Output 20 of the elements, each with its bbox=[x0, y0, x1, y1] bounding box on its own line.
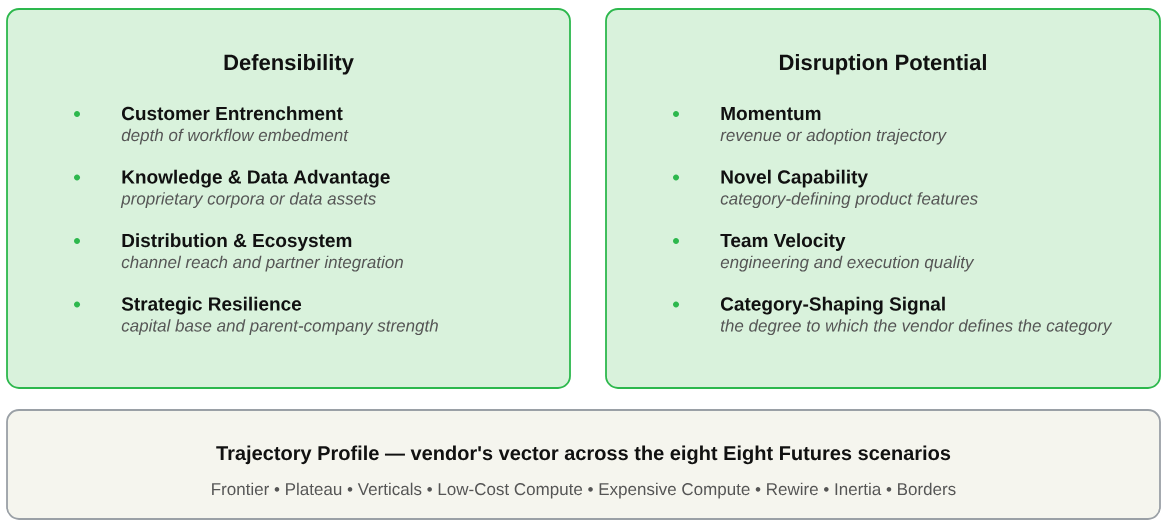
banner-title: Trajectory Profile — vendor's vector across the eight Eight Futures scenarios bbox=[216, 445, 951, 465]
item-heading: Customer Entrenchment bbox=[122, 106, 343, 121]
item-description: the degree to which the vendor defines the category bbox=[720, 319, 1113, 335]
scenario-list: Frontier • Plateau • Verticals • Low-Cost Compute • Expensive Compute • Rewire • Inertia • Borders bbox=[212, 482, 956, 499]
item-description: depth of workflow embedment bbox=[121, 128, 349, 145]
panel-title: Disruption Potential bbox=[780, 54, 986, 75]
item-description: engineering and execution quality bbox=[720, 255, 975, 272]
item-heading: Knowledge & Data Advantage bbox=[122, 169, 390, 188]
item-description: revenue or adoption trajectory bbox=[720, 128, 947, 145]
panel-title: Defensibility bbox=[224, 54, 354, 75]
item-description: category-defining product features bbox=[720, 192, 978, 208]
item-description: proprietary corpora or data assets bbox=[120, 192, 376, 208]
item-heading: Distribution & Ecosystem bbox=[122, 233, 352, 251]
item-heading: Strategic Resilience bbox=[121, 296, 302, 315]
item-heading: Category-Shaping Signal bbox=[721, 296, 945, 315]
item-description: capital base and parent-company strength bbox=[121, 319, 438, 335]
item-description: channel reach and partner integration bbox=[121, 255, 403, 272]
item-heading: Momentum bbox=[721, 106, 821, 121]
item-heading: Team Velocity bbox=[720, 233, 846, 251]
item-heading: Novel Capability bbox=[721, 169, 868, 188]
